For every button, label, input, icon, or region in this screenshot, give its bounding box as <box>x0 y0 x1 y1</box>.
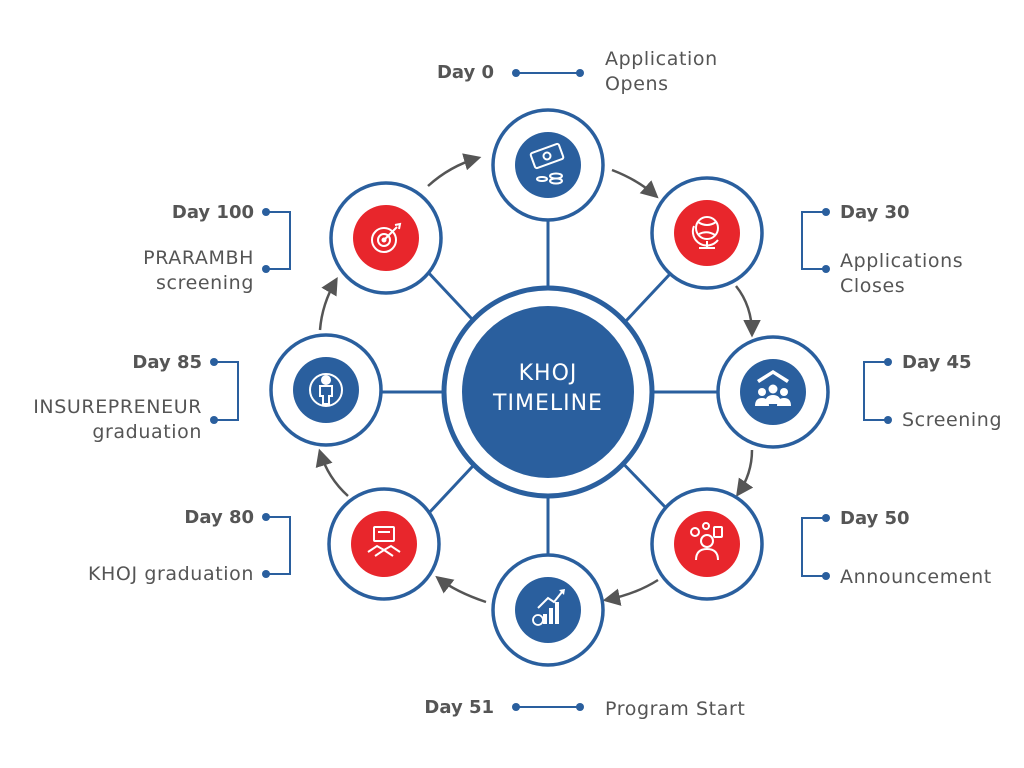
target-icon <box>371 222 402 253</box>
connector-day45 <box>863 361 888 421</box>
arrow-day51-to-day80 <box>435 575 487 604</box>
milestone-desc-85: INSUREPRENEUR graduation <box>33 396 202 443</box>
arrow-day30-to-day45 <box>735 285 761 338</box>
arrow-day100-to-day0 <box>427 153 482 187</box>
node-day50 <box>650 487 764 601</box>
globe-icon <box>691 216 719 249</box>
day-label-51: Day 51 <box>424 697 494 718</box>
milestone-desc-45: Screening <box>902 409 1003 431</box>
connector-day85 <box>214 361 239 421</box>
node-day85 <box>269 333 383 447</box>
presenter-icon <box>690 522 723 561</box>
arrow-day50-to-day51 <box>602 578 659 606</box>
node-day30 <box>650 176 764 290</box>
milestone-desc-0: Application Opens <box>605 48 718 95</box>
connector-dots <box>210 69 892 711</box>
growth-chart-icon <box>532 589 565 626</box>
connector-day30 <box>801 211 826 270</box>
milestone-desc-50: Announcement <box>840 566 992 588</box>
center-title: KHOJ TIMELINE <box>468 359 628 419</box>
connector-day100 <box>266 211 291 270</box>
connector-day50 <box>801 517 826 577</box>
milestone-desc-51: Program Start <box>605 698 746 720</box>
day-label-45: Day 45 <box>902 352 972 373</box>
handshake-icon <box>367 526 401 557</box>
day-label-0: Day 0 <box>436 62 494 83</box>
arrow-day45-to-day50 <box>735 449 754 497</box>
milestone-desc-30: Applications Closes <box>840 250 964 297</box>
node-day100 <box>329 181 443 295</box>
node-day51 <box>491 553 605 667</box>
milestone-desc-80: KHOJ graduation <box>87 563 254 585</box>
milestone-desc-100: PRARAMBH screening <box>143 247 254 294</box>
team-icon <box>755 370 791 406</box>
day-label-100: Day 100 <box>171 202 254 223</box>
arrow-day80-to-day85 <box>315 448 349 497</box>
node-day45 <box>716 335 830 449</box>
center-hub <box>441 285 655 499</box>
person-icon <box>309 373 343 407</box>
center-title-line1: KHOJ <box>518 361 578 386</box>
arrow-day0-to-day30 <box>611 168 659 199</box>
label-connectors <box>214 72 888 708</box>
day-label-50: Day 50 <box>840 508 910 529</box>
connector-day80 <box>266 516 291 575</box>
cycle-arrows <box>315 153 761 606</box>
day-label-80: Day 80 <box>184 507 254 528</box>
day-label-30: Day 30 <box>840 202 910 223</box>
center-title-line2: TIMELINE <box>493 391 603 416</box>
arrow-day85-to-day100 <box>318 276 338 331</box>
node-day0 <box>491 108 605 222</box>
money-icon <box>529 142 565 185</box>
day-label-85: Day 85 <box>132 352 202 373</box>
node-day80 <box>327 487 441 601</box>
